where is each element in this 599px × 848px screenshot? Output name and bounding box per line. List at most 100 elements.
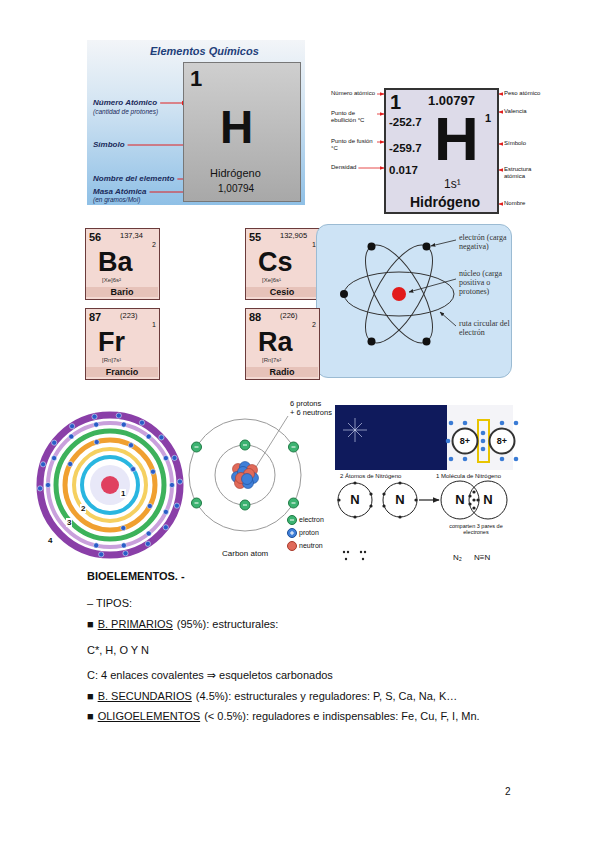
electron-dot	[150, 469, 155, 474]
electron-dot	[121, 525, 126, 530]
electron-dot	[449, 457, 454, 462]
node-text: Fr	[98, 327, 125, 358]
nucleus-circle: 8+	[488, 427, 516, 455]
electron-dot	[92, 414, 97, 419]
element-poster-bg	[87, 40, 305, 205]
electron	[240, 440, 250, 450]
electron	[240, 500, 250, 510]
node-text: [Rn]7s²	[262, 357, 281, 364]
text-line: – TIPOS:	[87, 597, 136, 610]
label: neutron	[299, 542, 323, 550]
nitrogen-panel	[472, 506, 475, 509]
element-poster-bg	[87, 40, 305, 205]
label: 2	[505, 786, 511, 798]
leader-arrow	[499, 94, 502, 95]
node-text: 1	[152, 321, 156, 329]
electron-dot	[163, 509, 168, 514]
electron-dot	[146, 531, 151, 536]
electron-dot	[500, 457, 505, 462]
atom-panel: electrón (carga negativa)núcleo (carga p…	[316, 224, 512, 378]
electron-dot	[145, 541, 150, 546]
nitrogen-panel	[343, 551, 345, 553]
electron-dot	[174, 503, 179, 508]
node-text: 0.017	[389, 164, 418, 177]
nitrogen-photo	[478, 420, 489, 462]
orbital-rings	[40, 415, 180, 555]
circle-outline	[469, 481, 507, 519]
label: Número Atómico	[93, 98, 157, 107]
label: Punto de ebullición °C	[331, 110, 375, 124]
nitrogen-photo	[446, 421, 519, 462]
text-line: C*, H, O Y N	[87, 644, 153, 657]
nitrogen-panel	[360, 551, 362, 553]
body-text: ■	[87, 690, 94, 702]
node-text: -252.7	[389, 116, 422, 129]
electron-dot	[514, 421, 519, 426]
leader-line	[440, 312, 456, 326]
body-text: ■	[87, 618, 94, 630]
node-text: 88	[249, 311, 261, 324]
electron-dot	[68, 461, 73, 466]
electron	[423, 338, 431, 346]
nitrogen-panel	[335, 471, 513, 572]
body-text: C*, H, O Y N	[87, 644, 149, 656]
node-text: [Xe]6s²	[102, 277, 121, 284]
node-text: N	[337, 482, 373, 518]
label: Densidad	[331, 164, 356, 171]
body-text: (95%): estructurales:	[177, 618, 278, 630]
node-text: 8+	[488, 427, 516, 455]
body-text: ■	[87, 710, 94, 722]
node-text: H	[220, 101, 253, 154]
body-text: BIOELEMENTOS. -	[87, 570, 185, 582]
electron-dot	[139, 420, 144, 425]
text-line: C: 4 enlaces covalentes ⇒ esqueletos car…	[87, 669, 337, 682]
atom-circle: N	[382, 482, 418, 518]
electron-dot	[123, 551, 128, 556]
label: Punto de fusión °C	[331, 138, 375, 152]
electron-dot	[116, 413, 121, 418]
carbon-atom	[290, 531, 294, 535]
node-text: H	[434, 108, 479, 170]
nitrogen-panel	[364, 551, 366, 553]
label: Nombre del elemento	[93, 174, 174, 183]
electron-sign	[292, 503, 296, 504]
label: Peso atómico	[504, 90, 540, 97]
node-text: 1s¹	[444, 178, 461, 192]
electron-dot	[500, 421, 505, 426]
electron-dot	[449, 421, 454, 426]
element-card: 55132,9051Cs[Xe]6s¹Cesio	[245, 228, 320, 300]
electron-dot	[41, 462, 46, 467]
leader-arrow	[358, 168, 384, 169]
label: 6 protons	[290, 400, 321, 409]
electron	[289, 498, 299, 508]
node-text: Cesio	[246, 287, 318, 297]
electron	[368, 338, 376, 346]
orbital-rings	[74, 449, 146, 521]
nitrogen-photo	[335, 405, 518, 470]
carbon-atom	[288, 529, 297, 538]
electron-dot	[147, 503, 152, 508]
electron-sign	[195, 447, 199, 448]
node-text: ruta circular del electrón	[459, 319, 511, 337]
electron-sign	[292, 447, 296, 448]
electron-orbit	[352, 235, 445, 352]
electron-dot	[94, 422, 99, 427]
element-card: 11.007971-252.7-259.70.017H1s¹Hidrógeno	[384, 88, 499, 214]
text-line: ■B. SECUNDARIOS(4.5%): estructurales y r…	[87, 690, 461, 703]
electron-dot	[463, 457, 468, 462]
label: Elementos Químicos	[150, 45, 259, 58]
label: (cantidad de protones)	[93, 108, 158, 115]
nucleus-circle: 8+	[451, 427, 479, 455]
body-text: OLIGOELEMENTOS	[98, 710, 201, 722]
electron-dot	[177, 479, 182, 484]
circle-outline	[441, 481, 479, 519]
label: (en gramos/Mol)	[93, 196, 140, 203]
leader-line	[409, 279, 456, 292]
node-text: 1,00794	[218, 183, 254, 195]
electron-dot	[481, 431, 486, 436]
electron	[368, 242, 376, 250]
node-text: 56	[89, 231, 101, 244]
electron-dot	[163, 456, 168, 461]
nitrogen-panel	[345, 558, 347, 560]
leader-arrow	[377, 94, 384, 95]
